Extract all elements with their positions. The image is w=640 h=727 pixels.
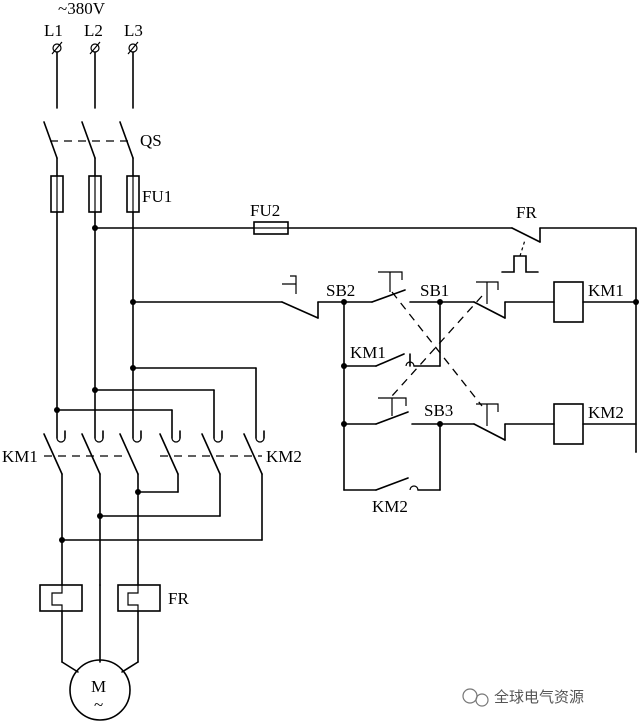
phase-label-l3: L3 xyxy=(124,21,143,40)
sb2-label: SB2 xyxy=(326,281,355,300)
junction-dots-control xyxy=(341,299,639,427)
km2-coil-label: KM2 xyxy=(588,403,624,422)
phase-label-l1: L1 xyxy=(44,21,63,40)
watermark-text: 全球电气资源 xyxy=(494,688,584,706)
main-power-wiring xyxy=(39,51,265,673)
fu2-label: FU2 xyxy=(250,201,280,220)
km1-coil-label: KM1 xyxy=(588,281,624,300)
km2-aux-contact-label: KM2 xyxy=(372,497,408,516)
km2-main-contact-label: KM2 xyxy=(266,447,302,466)
fr-thermal-label: FR xyxy=(168,589,189,608)
motor-ac-symbol: ~ xyxy=(94,695,103,714)
fu1-label: FU1 xyxy=(142,187,172,206)
phase-label-l2: L2 xyxy=(84,21,103,40)
control-wiring xyxy=(94,221,637,491)
qs-label: QS xyxy=(140,131,162,150)
supply-voltage-label: ~380V xyxy=(58,0,106,18)
junction-dots-main xyxy=(54,225,141,543)
km1-main-contact-label: KM1 xyxy=(2,447,38,466)
km1-aux-contact-label: KM1 xyxy=(350,343,386,362)
motor-label: M xyxy=(91,677,106,696)
sb3-label: SB3 xyxy=(424,401,453,420)
motor: M ~ xyxy=(69,659,131,721)
sb1-label: SB1 xyxy=(420,281,449,300)
watermark: 全球电气资源 xyxy=(462,688,584,707)
fr-contact-label: FR xyxy=(516,203,537,222)
